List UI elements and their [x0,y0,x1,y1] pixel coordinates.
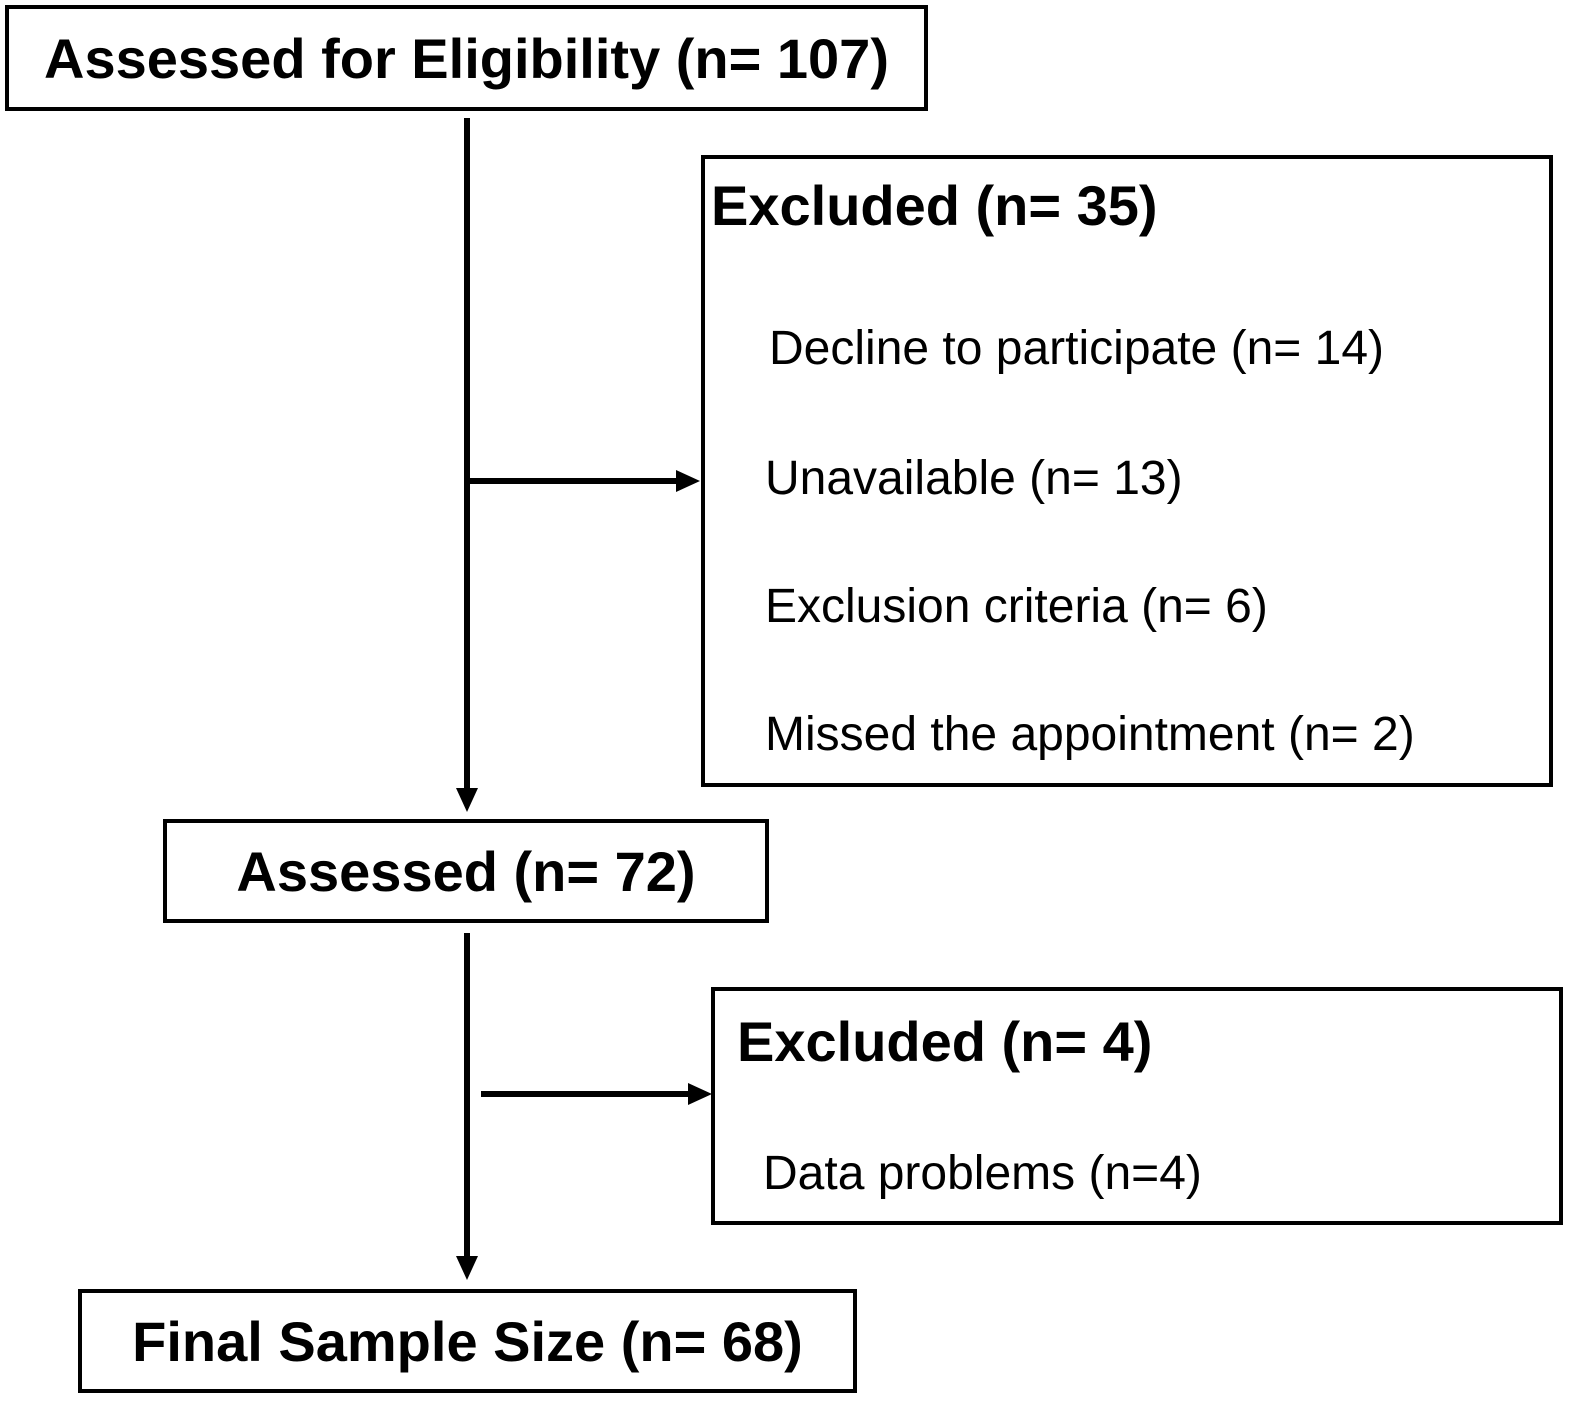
excluded-reason-criteria: Exclusion criteria (n= 6) [765,580,1268,633]
arrowhead-right-2 [688,1083,712,1105]
excluded-reason-data-problems: Data problems (n=4) [763,1147,1202,1200]
excluded-first-box: Excluded (n= 35) Decline to participate … [701,155,1553,787]
excluded-second-box: Excluded (n= 4) Data problems (n=4) [711,987,1563,1225]
final-sample-size-box: Final Sample Size (n= 68) [78,1289,857,1393]
assessed-for-eligibility-label: Assessed for Eligibility (n= 107) [44,26,889,90]
arrowhead-down-2 [456,1256,478,1280]
excluded-reason-unavailable: Unavailable (n= 13) [765,452,1183,505]
final-sample-size-label: Final Sample Size (n= 68) [132,1309,803,1373]
excluded-reason-decline: Decline to participate (n= 14) [769,322,1384,375]
assessed-label: Assessed (n= 72) [236,839,696,903]
assessed-box: Assessed (n= 72) [163,819,769,923]
arrowhead-down-1 [456,788,478,812]
excluded-reason-missed-appointment: Missed the appointment (n= 2) [765,708,1415,761]
arrowhead-right-1 [676,470,700,492]
excluded-first-title: Excluded (n= 35) [711,174,1158,237]
assessed-for-eligibility-box: Assessed for Eligibility (n= 107) [5,5,928,111]
excluded-second-title: Excluded (n= 4) [737,1010,1153,1073]
